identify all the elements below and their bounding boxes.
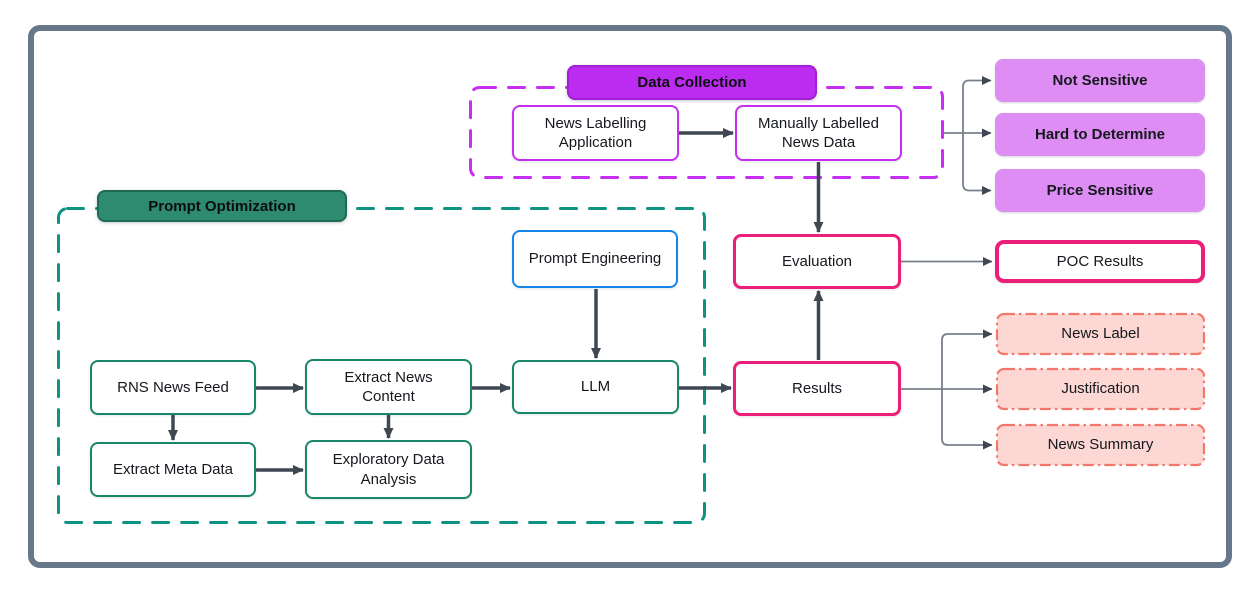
node-poc-results: POC Results — [995, 240, 1205, 283]
group-header-data-collection: Data Collection — [567, 65, 817, 100]
node-evaluation: Evaluation — [733, 234, 901, 289]
node-rns-news-feed: RNS News Feed — [90, 360, 256, 415]
node-manually-labelled-news-data: Manually Labelled News Data — [735, 105, 902, 161]
node-not-sensitive: Not Sensitive — [995, 59, 1205, 102]
node-news-label: News Label — [1061, 325, 1140, 343]
node-llm: LLM — [512, 360, 679, 414]
node-justification: Justification — [1061, 380, 1140, 398]
node-extract-meta-data: Extract Meta Data — [90, 442, 256, 497]
group-header-prompt-optimization: Prompt Optimization — [97, 190, 347, 222]
node-results: Results — [733, 361, 901, 416]
node-extract-news-content: Extract News Content — [305, 359, 472, 415]
outer-frame — [28, 25, 1232, 568]
node-news-labelling-application: News Labelling Application — [512, 105, 679, 161]
node-hard-to-determine: Hard to Determine — [995, 113, 1205, 156]
node-price-sensitive: Price Sensitive — [995, 169, 1205, 212]
node-prompt-engineering: Prompt Engineering — [512, 230, 678, 288]
node-exploratory-data-analysis: Exploratory Data Analysis — [305, 440, 472, 499]
node-news-summary: News Summary — [1047, 436, 1154, 454]
